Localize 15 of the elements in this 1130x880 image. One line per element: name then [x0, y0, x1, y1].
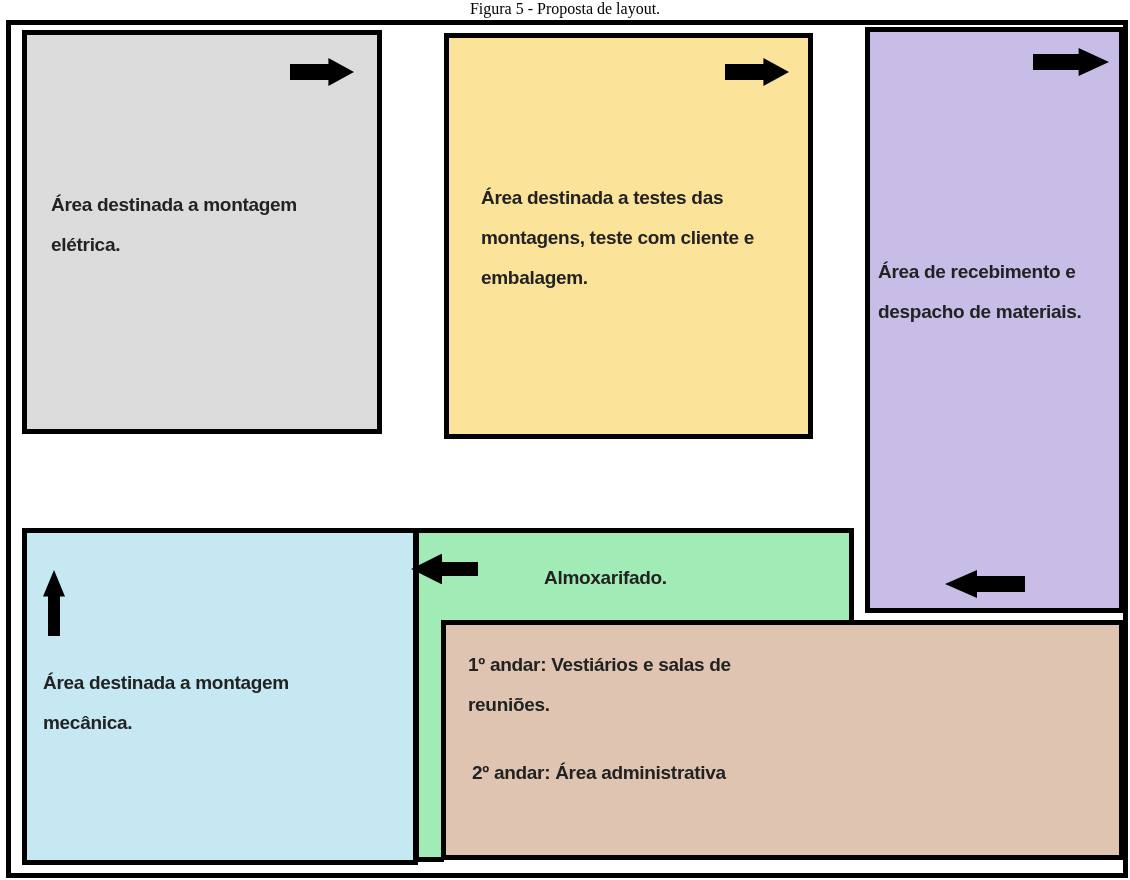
- figure-title: Figura 5 - Proposta de layout.: [468, 0, 662, 18]
- area-label: Área destinada a testes das montagens, teste com cliente e embalagem.: [481, 186, 755, 290]
- arrow: [411, 553, 478, 585]
- area-label: 2º andar: Área administrativa: [472, 761, 727, 785]
- area-label: Área destinada a montagem elétrica.: [51, 193, 298, 257]
- area-box: [865, 27, 1124, 613]
- area-label: Área destinada a montagem mecânica.: [43, 671, 290, 735]
- floor-plan-frame: [6, 20, 1128, 878]
- area-label: Almoxarifado.: [544, 566, 668, 590]
- area-box: [441, 620, 1124, 860]
- area-label: 1º andar: Vestiários e salas de reuniões.: [468, 653, 732, 717]
- area-box: [444, 33, 813, 439]
- area-box: [22, 528, 418, 865]
- area-box: [22, 30, 382, 434]
- area-label: Área de recebimento e despacho de materiais.: [878, 260, 1083, 324]
